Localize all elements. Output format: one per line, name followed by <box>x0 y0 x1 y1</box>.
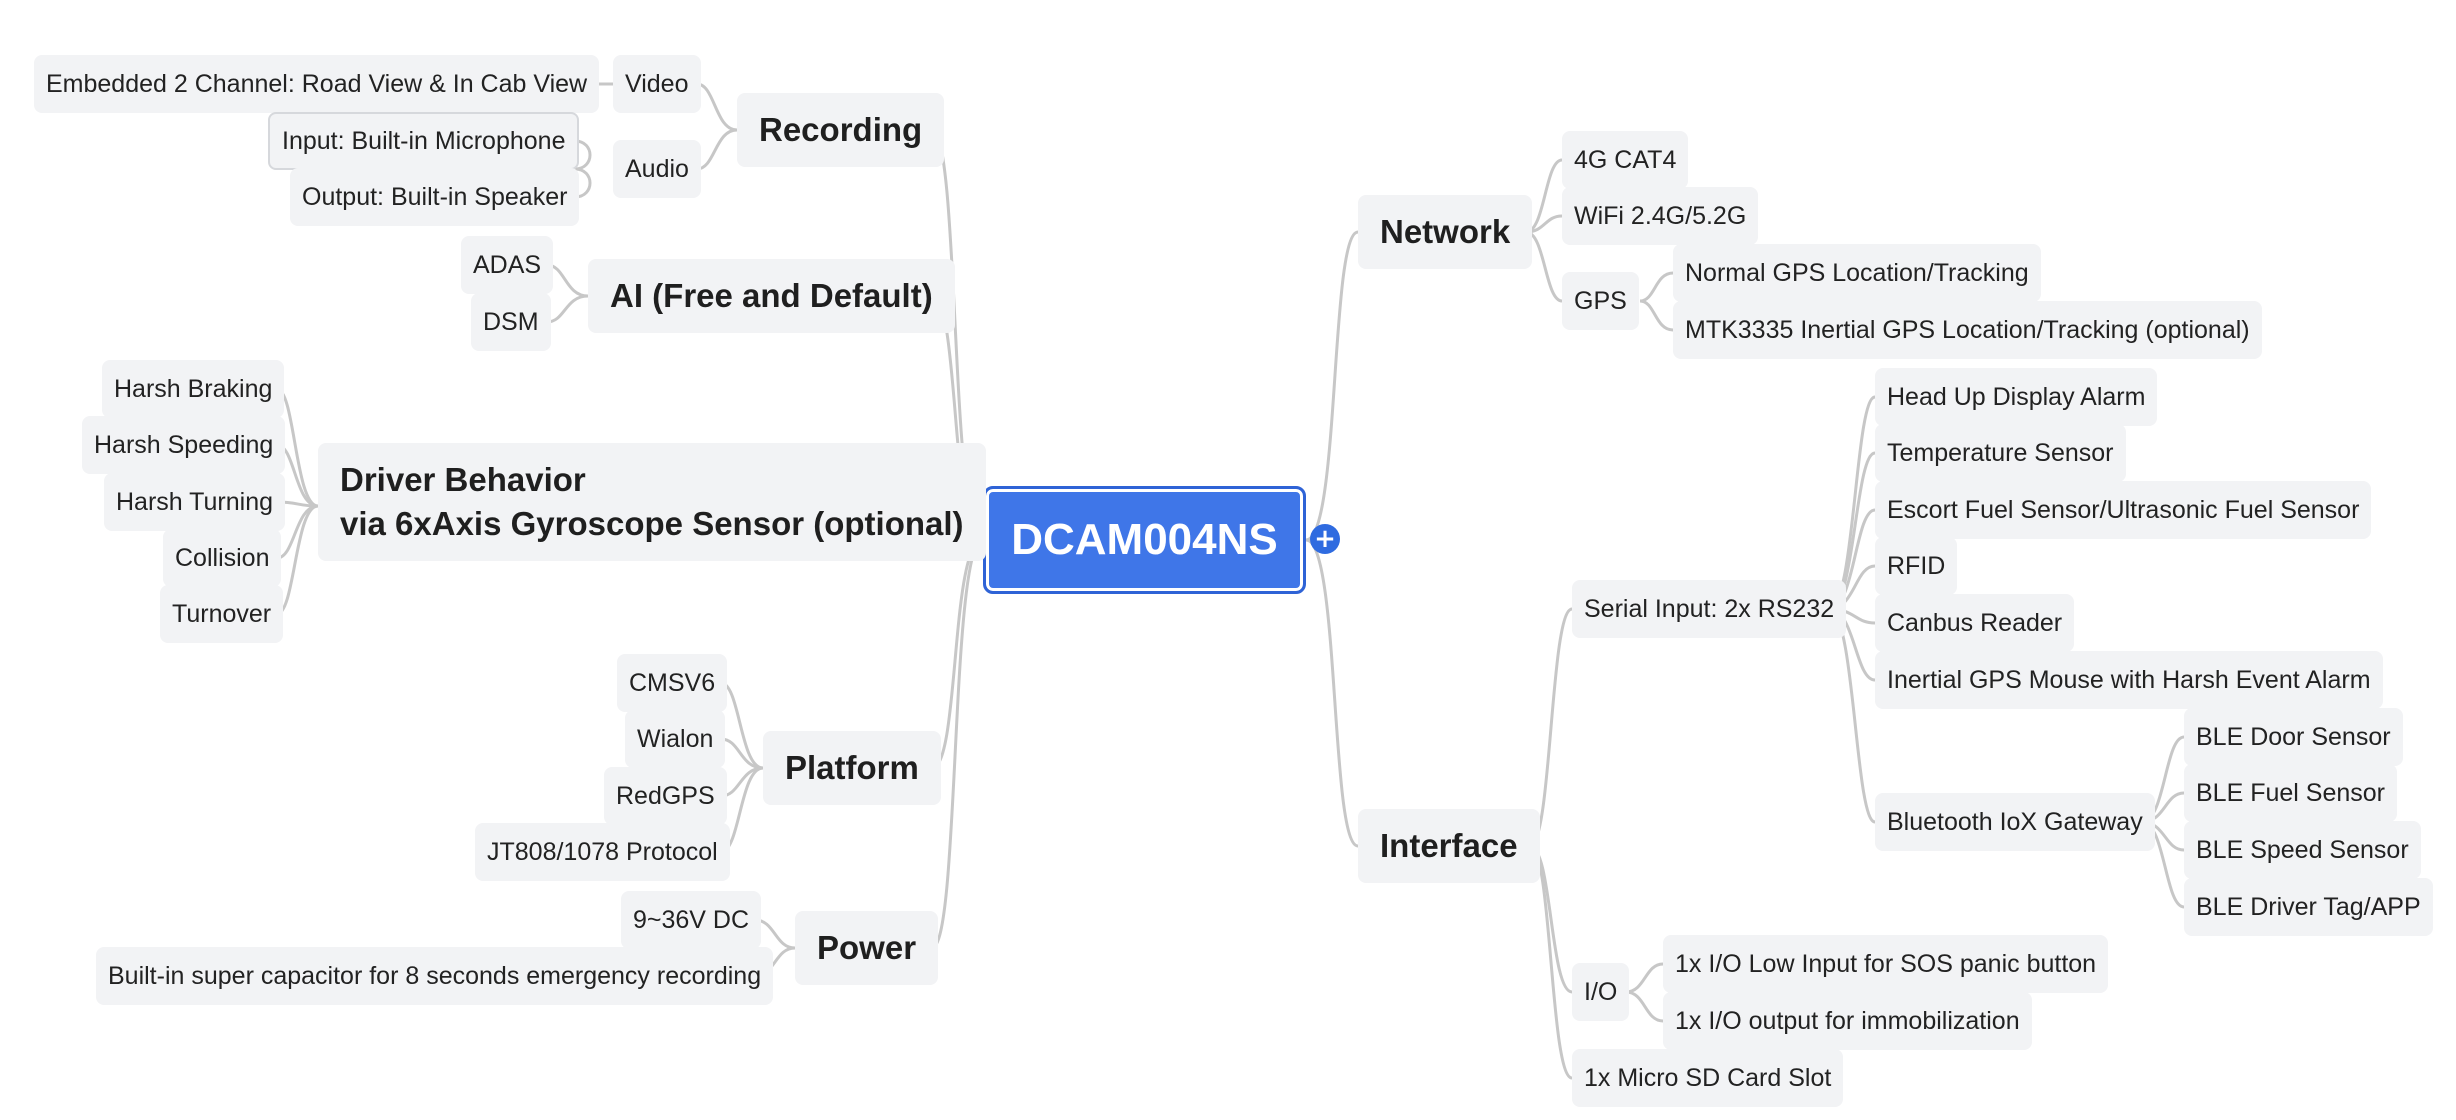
node-platform-item[interactable]: JT808/1078 Protocol <box>475 823 730 881</box>
branch-recording[interactable]: Recording <box>737 93 945 167</box>
node-gps-item[interactable]: MTK3335 Inertial GPS Location/Tracking (… <box>1673 301 2262 359</box>
node-serial-input[interactable]: Serial Input: 2x RS232 <box>1572 580 1847 638</box>
node-gps[interactable]: GPS <box>1562 272 1639 330</box>
node-serial-item[interactable]: Escort Fuel Sensor/Ultrasonic Fuel Senso… <box>1875 481 2372 539</box>
node-bluetooth-gateway[interactable]: Bluetooth IoX Gateway <box>1875 793 2155 851</box>
node-serial-item[interactable]: Inertial GPS Mouse with Harsh Event Alar… <box>1875 651 2383 709</box>
branch-ai[interactable]: AI (Free and Default) <box>588 259 955 333</box>
driver-behavior-line2: via 6xAxis Gyroscope Sensor (optional) <box>340 505 964 542</box>
node-io-item[interactable]: 1x I/O Low Input for SOS panic button <box>1663 935 2109 993</box>
node-ble-item[interactable]: BLE Door Sensor <box>2184 708 2403 766</box>
node-power-item[interactable]: 9~36V DC <box>621 891 762 949</box>
node-platform-item[interactable]: RedGPS <box>604 767 727 825</box>
node-io[interactable]: I/O <box>1572 963 1630 1021</box>
node-driver-item[interactable]: Harsh Braking <box>102 360 285 418</box>
branch-platform[interactable]: Platform <box>763 731 941 805</box>
node-serial-item[interactable]: Temperature Sensor <box>1875 424 2126 482</box>
driver-behavior-line1: Driver Behavior <box>340 461 586 498</box>
node-driver-item[interactable]: Harsh Speeding <box>82 416 286 474</box>
link-root-network <box>1305 230 1359 542</box>
node-serial-item[interactable]: Head Up Display Alarm <box>1875 368 2158 426</box>
branch-interface[interactable]: Interface <box>1358 809 1540 883</box>
link-root-interface <box>1305 538 1359 848</box>
branch-power[interactable]: Power <box>795 911 939 985</box>
branch-network[interactable]: Network <box>1358 195 1533 269</box>
node-ble-item[interactable]: BLE Fuel Sensor <box>2184 764 2397 822</box>
node-video-detail[interactable]: Embedded 2 Channel: Road View & In Cab V… <box>34 55 600 113</box>
expand-icon[interactable]: + <box>1310 524 1340 554</box>
node-ble-item[interactable]: BLE Speed Sensor <box>2184 821 2421 879</box>
node-ai-item[interactable]: DSM <box>471 293 551 351</box>
branch-driver-behavior[interactable]: Driver Behavior via 6xAxis Gyroscope Sen… <box>318 443 986 561</box>
node-ai-item[interactable]: ADAS <box>461 236 554 294</box>
node-platform-item[interactable]: CMSV6 <box>617 654 728 712</box>
node-io-item[interactable]: 1x I/O output for immobilization <box>1663 992 2032 1050</box>
node-serial-item[interactable]: RFID <box>1875 537 1958 595</box>
node-network-item[interactable]: WiFi 2.4G/5.2G <box>1562 187 1759 245</box>
node-sd-slot[interactable]: 1x Micro SD Card Slot <box>1572 1049 1844 1107</box>
node-serial-item[interactable]: Canbus Reader <box>1875 594 2075 652</box>
node-power-item[interactable]: Built-in super capacitor for 8 seconds e… <box>96 947 774 1005</box>
root-node[interactable]: DCAM004NS <box>983 486 1306 594</box>
node-driver-item[interactable]: Turnover <box>160 585 284 643</box>
node-ble-item[interactable]: BLE Driver Tag/APP <box>2184 878 2433 936</box>
node-video[interactable]: Video <box>613 55 701 113</box>
node-gps-item[interactable]: Normal GPS Location/Tracking <box>1673 244 2041 302</box>
node-audio[interactable]: Audio <box>613 140 701 198</box>
node-audio-output[interactable]: Output: Built-in Speaker <box>290 168 580 226</box>
node-audio-input[interactable]: Input: Built-in Microphone <box>268 112 580 170</box>
node-driver-item[interactable]: Harsh Turning <box>104 473 286 531</box>
node-platform-item[interactable]: Wialon <box>625 710 726 768</box>
node-network-item[interactable]: 4G CAT4 <box>1562 131 1689 189</box>
node-driver-item[interactable]: Collision <box>163 529 282 587</box>
